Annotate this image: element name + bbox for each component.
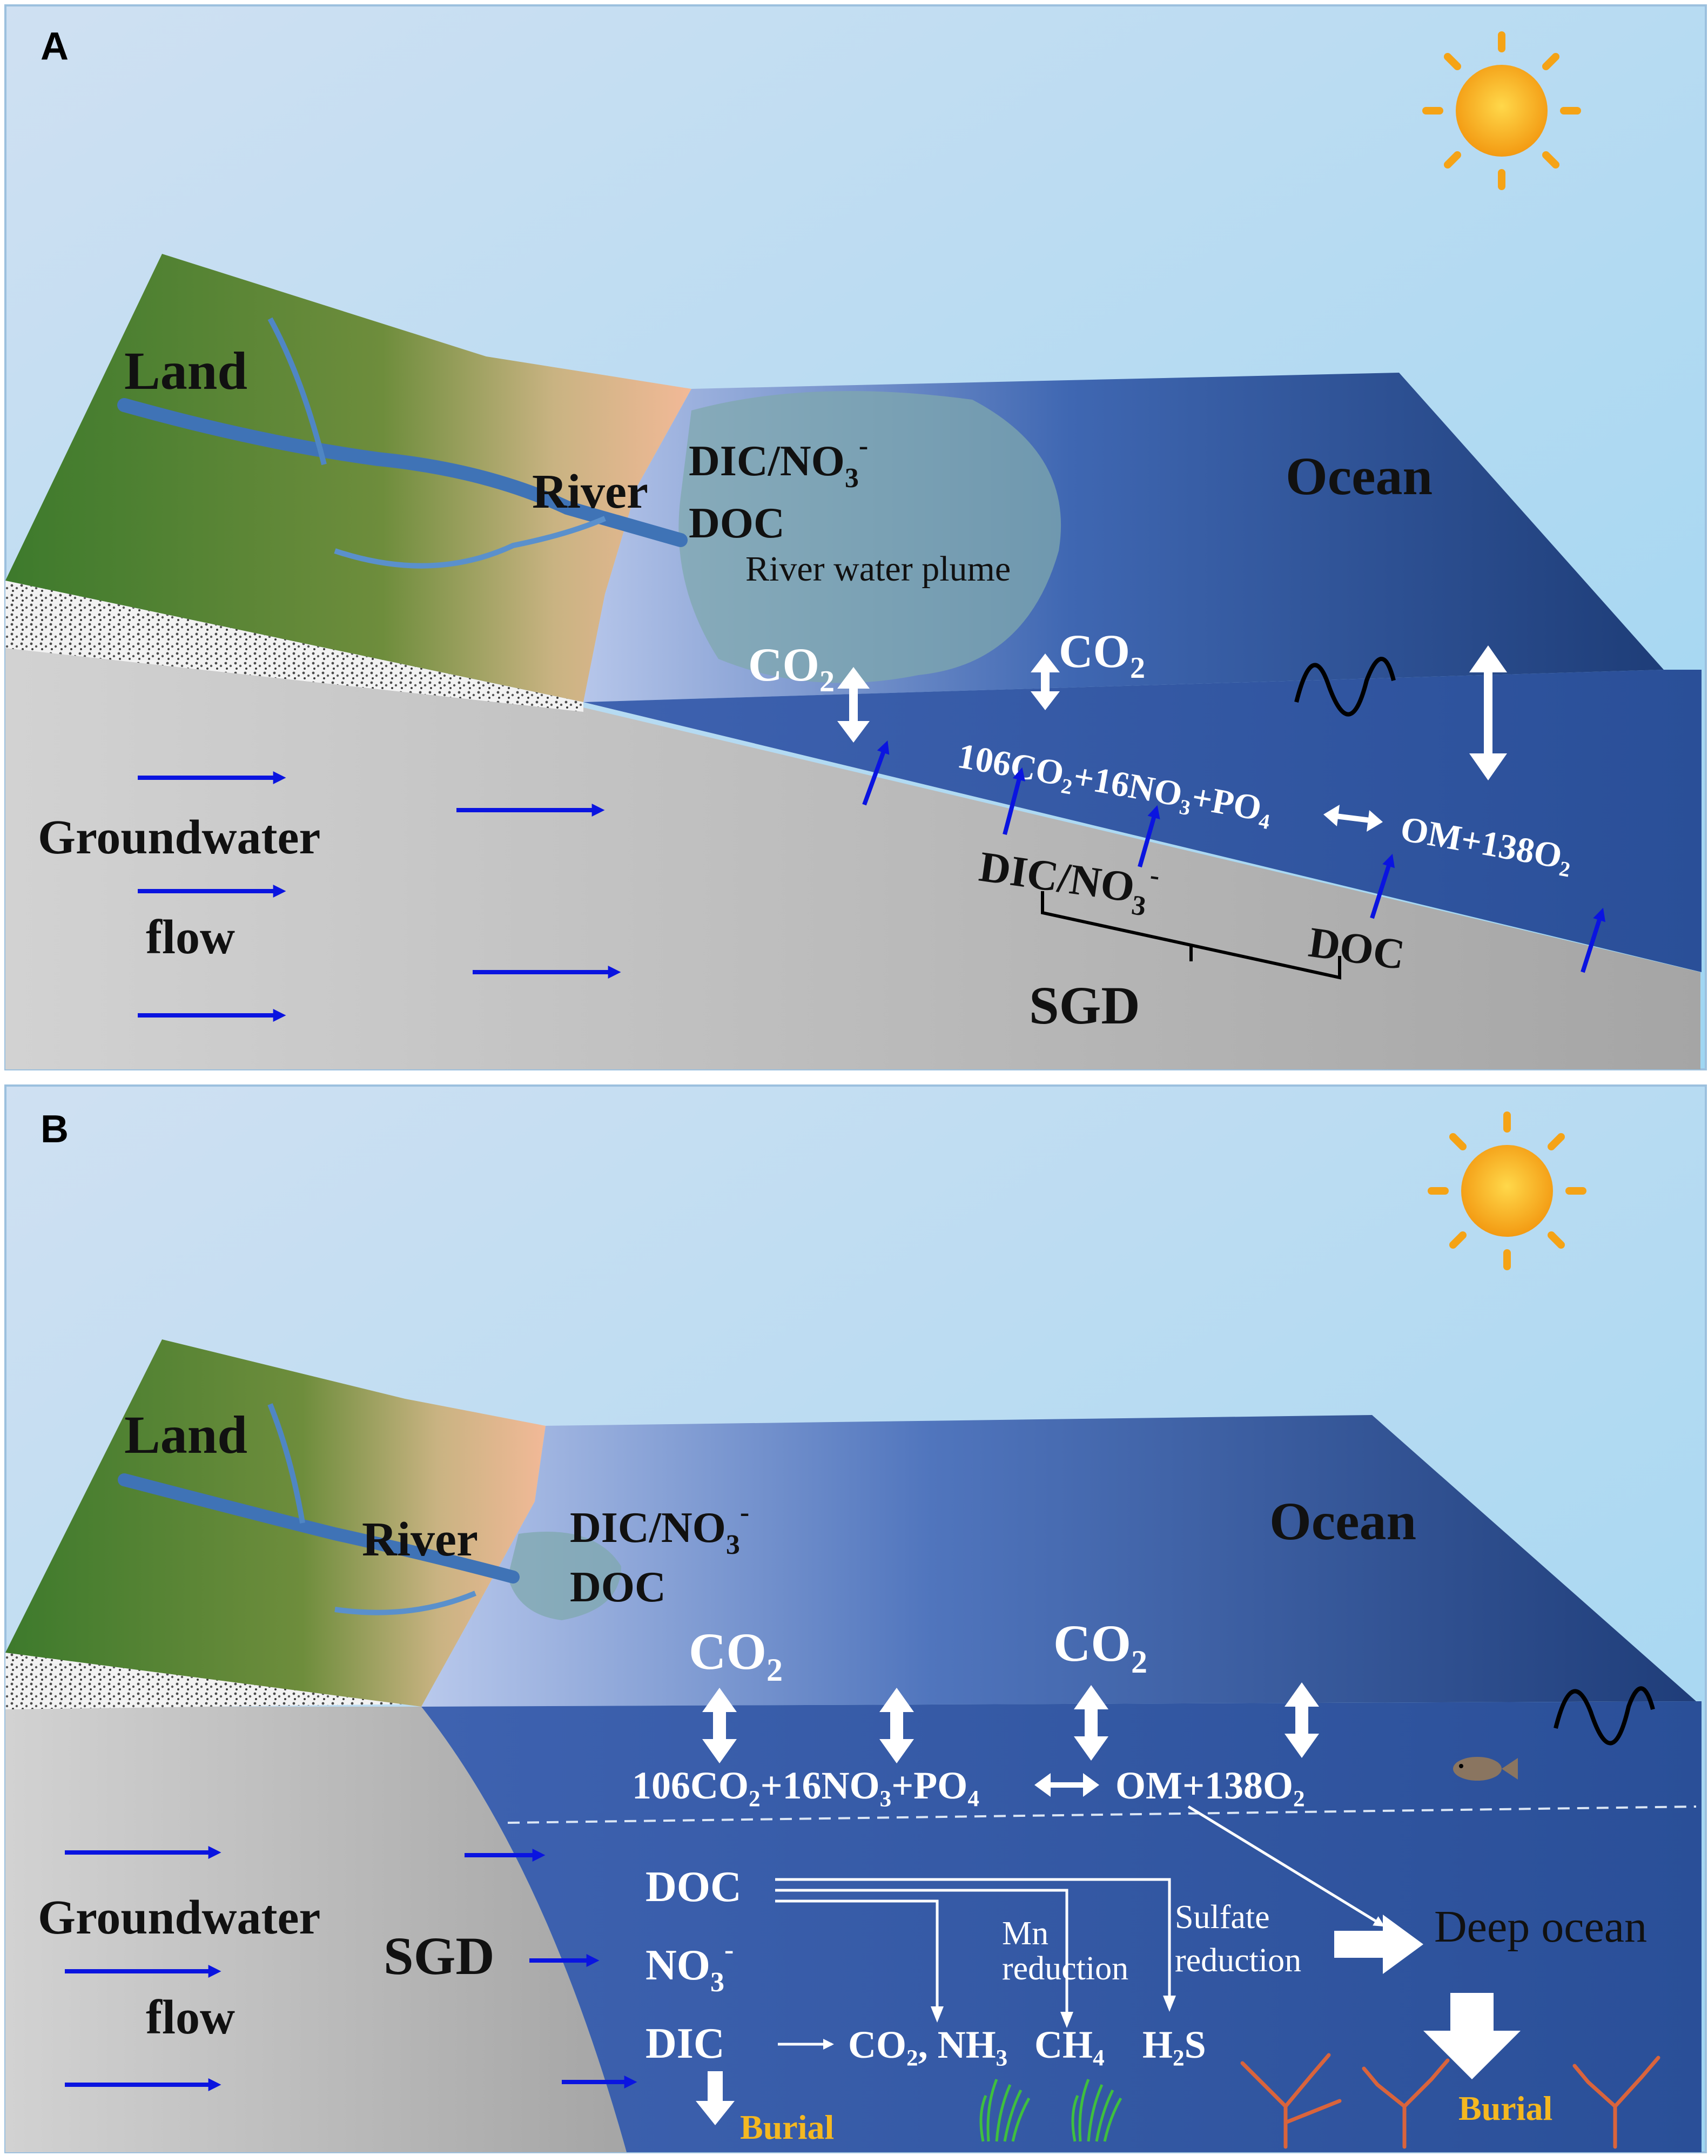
panel-b-river-channel (118, 1473, 520, 1584)
panel-b-gravel-texture (5, 1653, 421, 1709)
panel-a-river-tributary (267, 317, 327, 466)
sgd-upward-arrows (862, 740, 1606, 973)
panel-a: A Land River Ocean DIC/NO3- DOC River wa… (4, 4, 1707, 1070)
products-co2-nh3-label: CO₂, NH₃ (848, 2023, 1007, 2066)
om-sinking-arrow (1187, 1805, 1385, 1927)
burial-label-left: Burial (740, 2108, 834, 2146)
land-label: Land (124, 1405, 247, 1465)
river-dic-no3-label: DIC/NO3- (689, 430, 868, 494)
seagrass-icon (979, 2079, 1031, 2142)
thermocline-line (507, 1805, 1697, 1824)
groundwater-flow-arrows (138, 771, 621, 1022)
coral-icon (1362, 2058, 1450, 2149)
sgd-label: SGD (384, 1926, 495, 1986)
groundwater-label: Groundwater (38, 811, 320, 864)
ocean-label: Ocean (1269, 1491, 1416, 1551)
panel-a-land-surface (5, 254, 691, 702)
panel-a-river-channel (117, 398, 688, 547)
sulfate-reduction-line1: Sulfate (1175, 1899, 1270, 1936)
wave-icon (1554, 1686, 1655, 1746)
river-dic-no3-label: DIC/NO3- (570, 1497, 749, 1560)
flow-label: flow (146, 911, 235, 964)
river-label: River (532, 465, 648, 518)
panel-b-letter: B (41, 1108, 69, 1151)
co2-label-left: CO2 (748, 639, 835, 698)
panel-a-gravel-texture (5, 581, 583, 712)
reaction-right-label: OM+138O₂ (1115, 1764, 1305, 1807)
reaction-double-arrow (1034, 1773, 1099, 1797)
deep-dic-label: DIC (645, 2020, 725, 2067)
panel-b-sediment (5, 1707, 627, 2152)
flow-label: flow (146, 1991, 235, 2044)
panel-a-river-tributary (334, 516, 606, 569)
mn-reduction-line2: reduction (1002, 1950, 1128, 1987)
panel-b: B Land River Ocean DIC/NO3- DOC CO2 CO2 (4, 1084, 1707, 2153)
co2-label-right: CO2 (1053, 1614, 1147, 1680)
seagrass-icon (1071, 2079, 1122, 2142)
deep-doc-label: DOC (645, 1863, 742, 1911)
product-ch4-label: CH₄ (1034, 2023, 1105, 2066)
river-plume-label: River water plume (745, 549, 1011, 589)
to-deep-ocean-arrow (1334, 1915, 1423, 1974)
product-h2s-label: H₂S (1142, 2023, 1206, 2066)
panel-b-river-plume (508, 1532, 621, 1620)
land-label: Land (124, 341, 247, 401)
groundwater-label: Groundwater (38, 1891, 320, 1944)
panel-a-letter: A (41, 25, 69, 68)
burial-label-right: Burial (1458, 2089, 1552, 2127)
panel-a-gas-exchange-arrows (837, 645, 1507, 780)
sulfate-reduction-line2: reduction (1175, 1942, 1301, 1979)
mn-reduction-line1: Mn (1002, 1915, 1048, 1952)
reaction-double-arrow (1323, 805, 1383, 832)
co2-label-left: CO2 (689, 1622, 783, 1688)
sun-icon (1428, 1111, 1586, 1270)
panel-b-ocean-surface (421, 1415, 1696, 1707)
sgd-bracket (1041, 891, 1341, 980)
sun-icon (1422, 31, 1581, 190)
fish-icon (1453, 1757, 1518, 1781)
panel-a-water-column (583, 670, 1702, 972)
wave-icon (1294, 657, 1396, 717)
sgd-label: SGD (1029, 975, 1140, 1035)
coral-icon (1240, 2053, 1342, 2149)
panel-a-river-plume (678, 391, 1061, 683)
panel-b-water-column (421, 1701, 1702, 2152)
ocean-label: Ocean (1286, 446, 1433, 506)
river-doc-label: DOC (689, 500, 785, 547)
doc-pathway-arrowheads (931, 1996, 1176, 2028)
river-label: River (362, 1513, 478, 1566)
co2-label-right: CO2 (1059, 625, 1145, 685)
deep-no3-label: NO3- (645, 1935, 734, 1998)
deep-ocean-label: Deep ocean (1434, 1902, 1647, 1952)
panel-b-gas-exchange-arrows (702, 1682, 1319, 1763)
groundwater-flow-arrows (65, 1846, 637, 2091)
reaction-left-label: 106CO₂+16NO₃+PO₄ (632, 1764, 979, 1807)
panel-b-river-tributary (334, 1591, 476, 1615)
burial-arrow-left (696, 2071, 735, 2125)
coral-icon (1572, 2056, 1660, 2149)
doc-pathway-lines (775, 1878, 1171, 2014)
river-doc-label: DOC (570, 1564, 666, 1611)
panel-b-river-tributary (267, 1403, 305, 1524)
deep-burial-arrow (1423, 1993, 1521, 2079)
panel-a-sediment (5, 586, 1700, 1069)
